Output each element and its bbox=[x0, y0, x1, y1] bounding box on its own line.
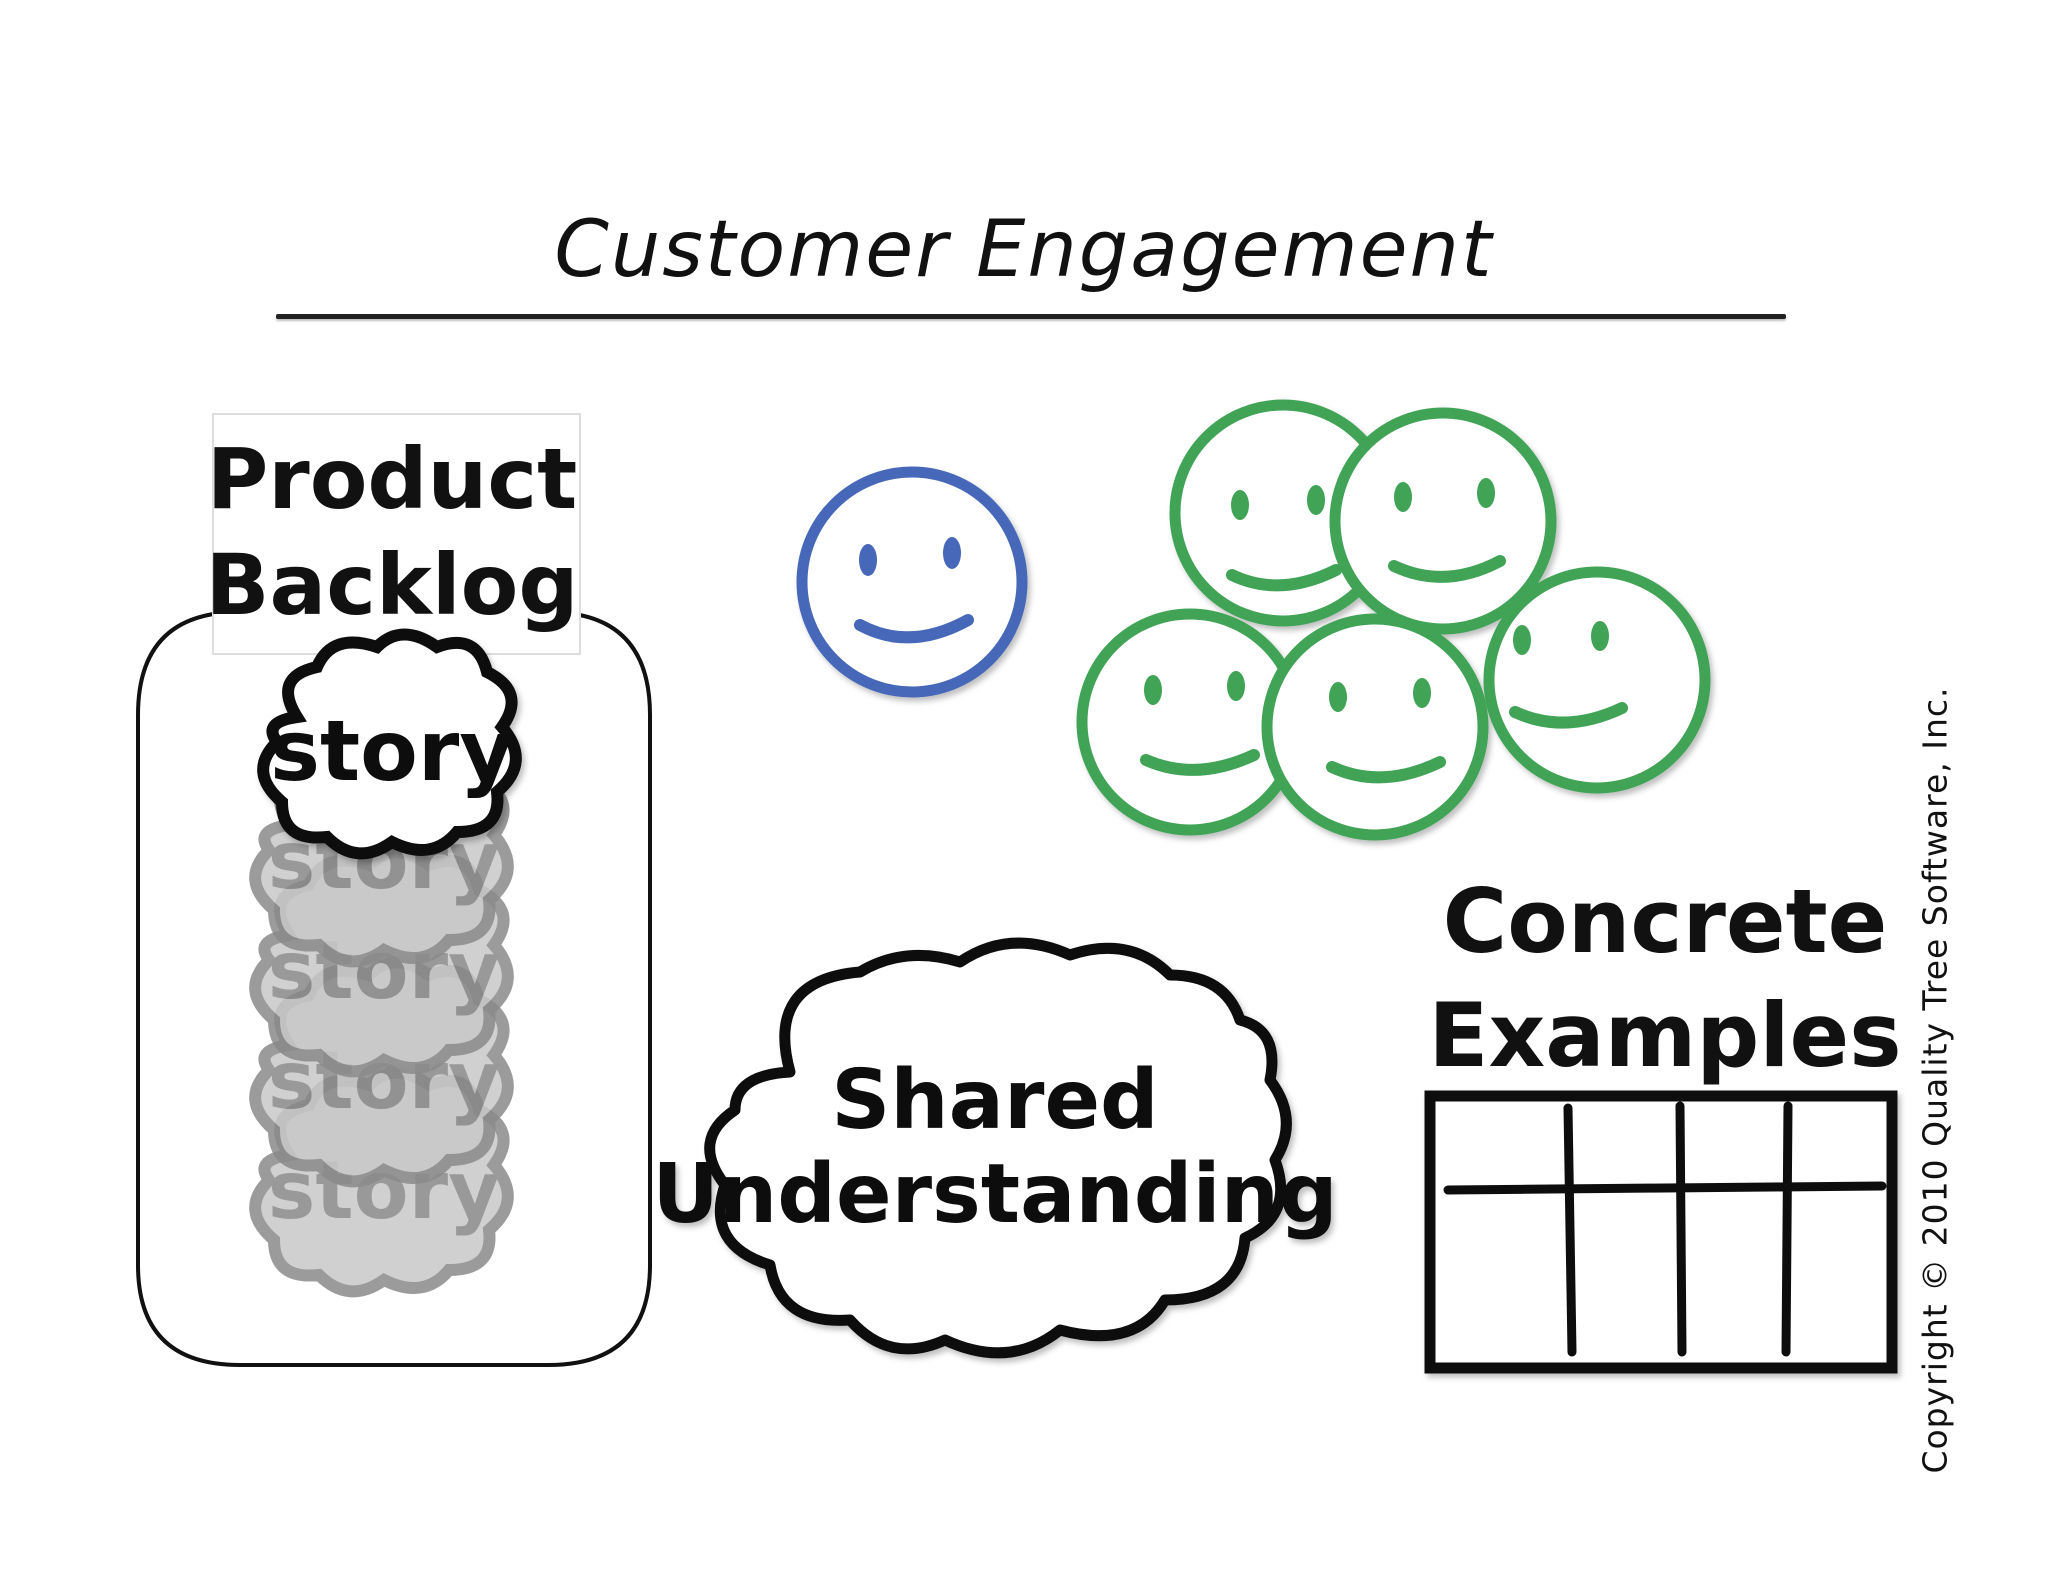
concrete-examples-line2: Examples bbox=[1428, 984, 1901, 1087]
backlog-jar-icon bbox=[136, 610, 652, 1367]
concrete-examples-line1: Concrete bbox=[1443, 870, 1888, 973]
backlog-label-line1: Product bbox=[207, 430, 578, 528]
shared-understanding-cloud: Shared Understanding bbox=[652, 937, 1338, 1359]
copyright-notice: Copyright © 2010 Quality Tree Software, … bbox=[1915, 686, 1955, 1474]
title-divider bbox=[276, 314, 1786, 319]
team-smileys-group bbox=[1076, 399, 1711, 841]
team-smiley-icon bbox=[1329, 407, 1557, 635]
team-smiley-icon bbox=[1483, 566, 1711, 794]
backlog-label-line2: Backlog bbox=[206, 536, 579, 634]
slide-title: Customer Engagement bbox=[554, 205, 1494, 295]
team-smiley-icon bbox=[1261, 613, 1489, 841]
shared-understanding-line1: Shared bbox=[831, 1053, 1159, 1148]
top-story-label: story bbox=[270, 702, 514, 800]
shared-understanding-line2: Understanding bbox=[652, 1147, 1337, 1242]
examples-table-icon bbox=[1424, 1090, 1898, 1374]
backlog-label-card bbox=[212, 413, 581, 655]
customer-smiley-icon bbox=[796, 466, 1028, 698]
product-backlog-group: Product Backlog story story story story bbox=[136, 413, 652, 1367]
concrete-examples-group: Concrete Examples bbox=[1424, 870, 1902, 1374]
top-story-card: story bbox=[263, 635, 516, 854]
